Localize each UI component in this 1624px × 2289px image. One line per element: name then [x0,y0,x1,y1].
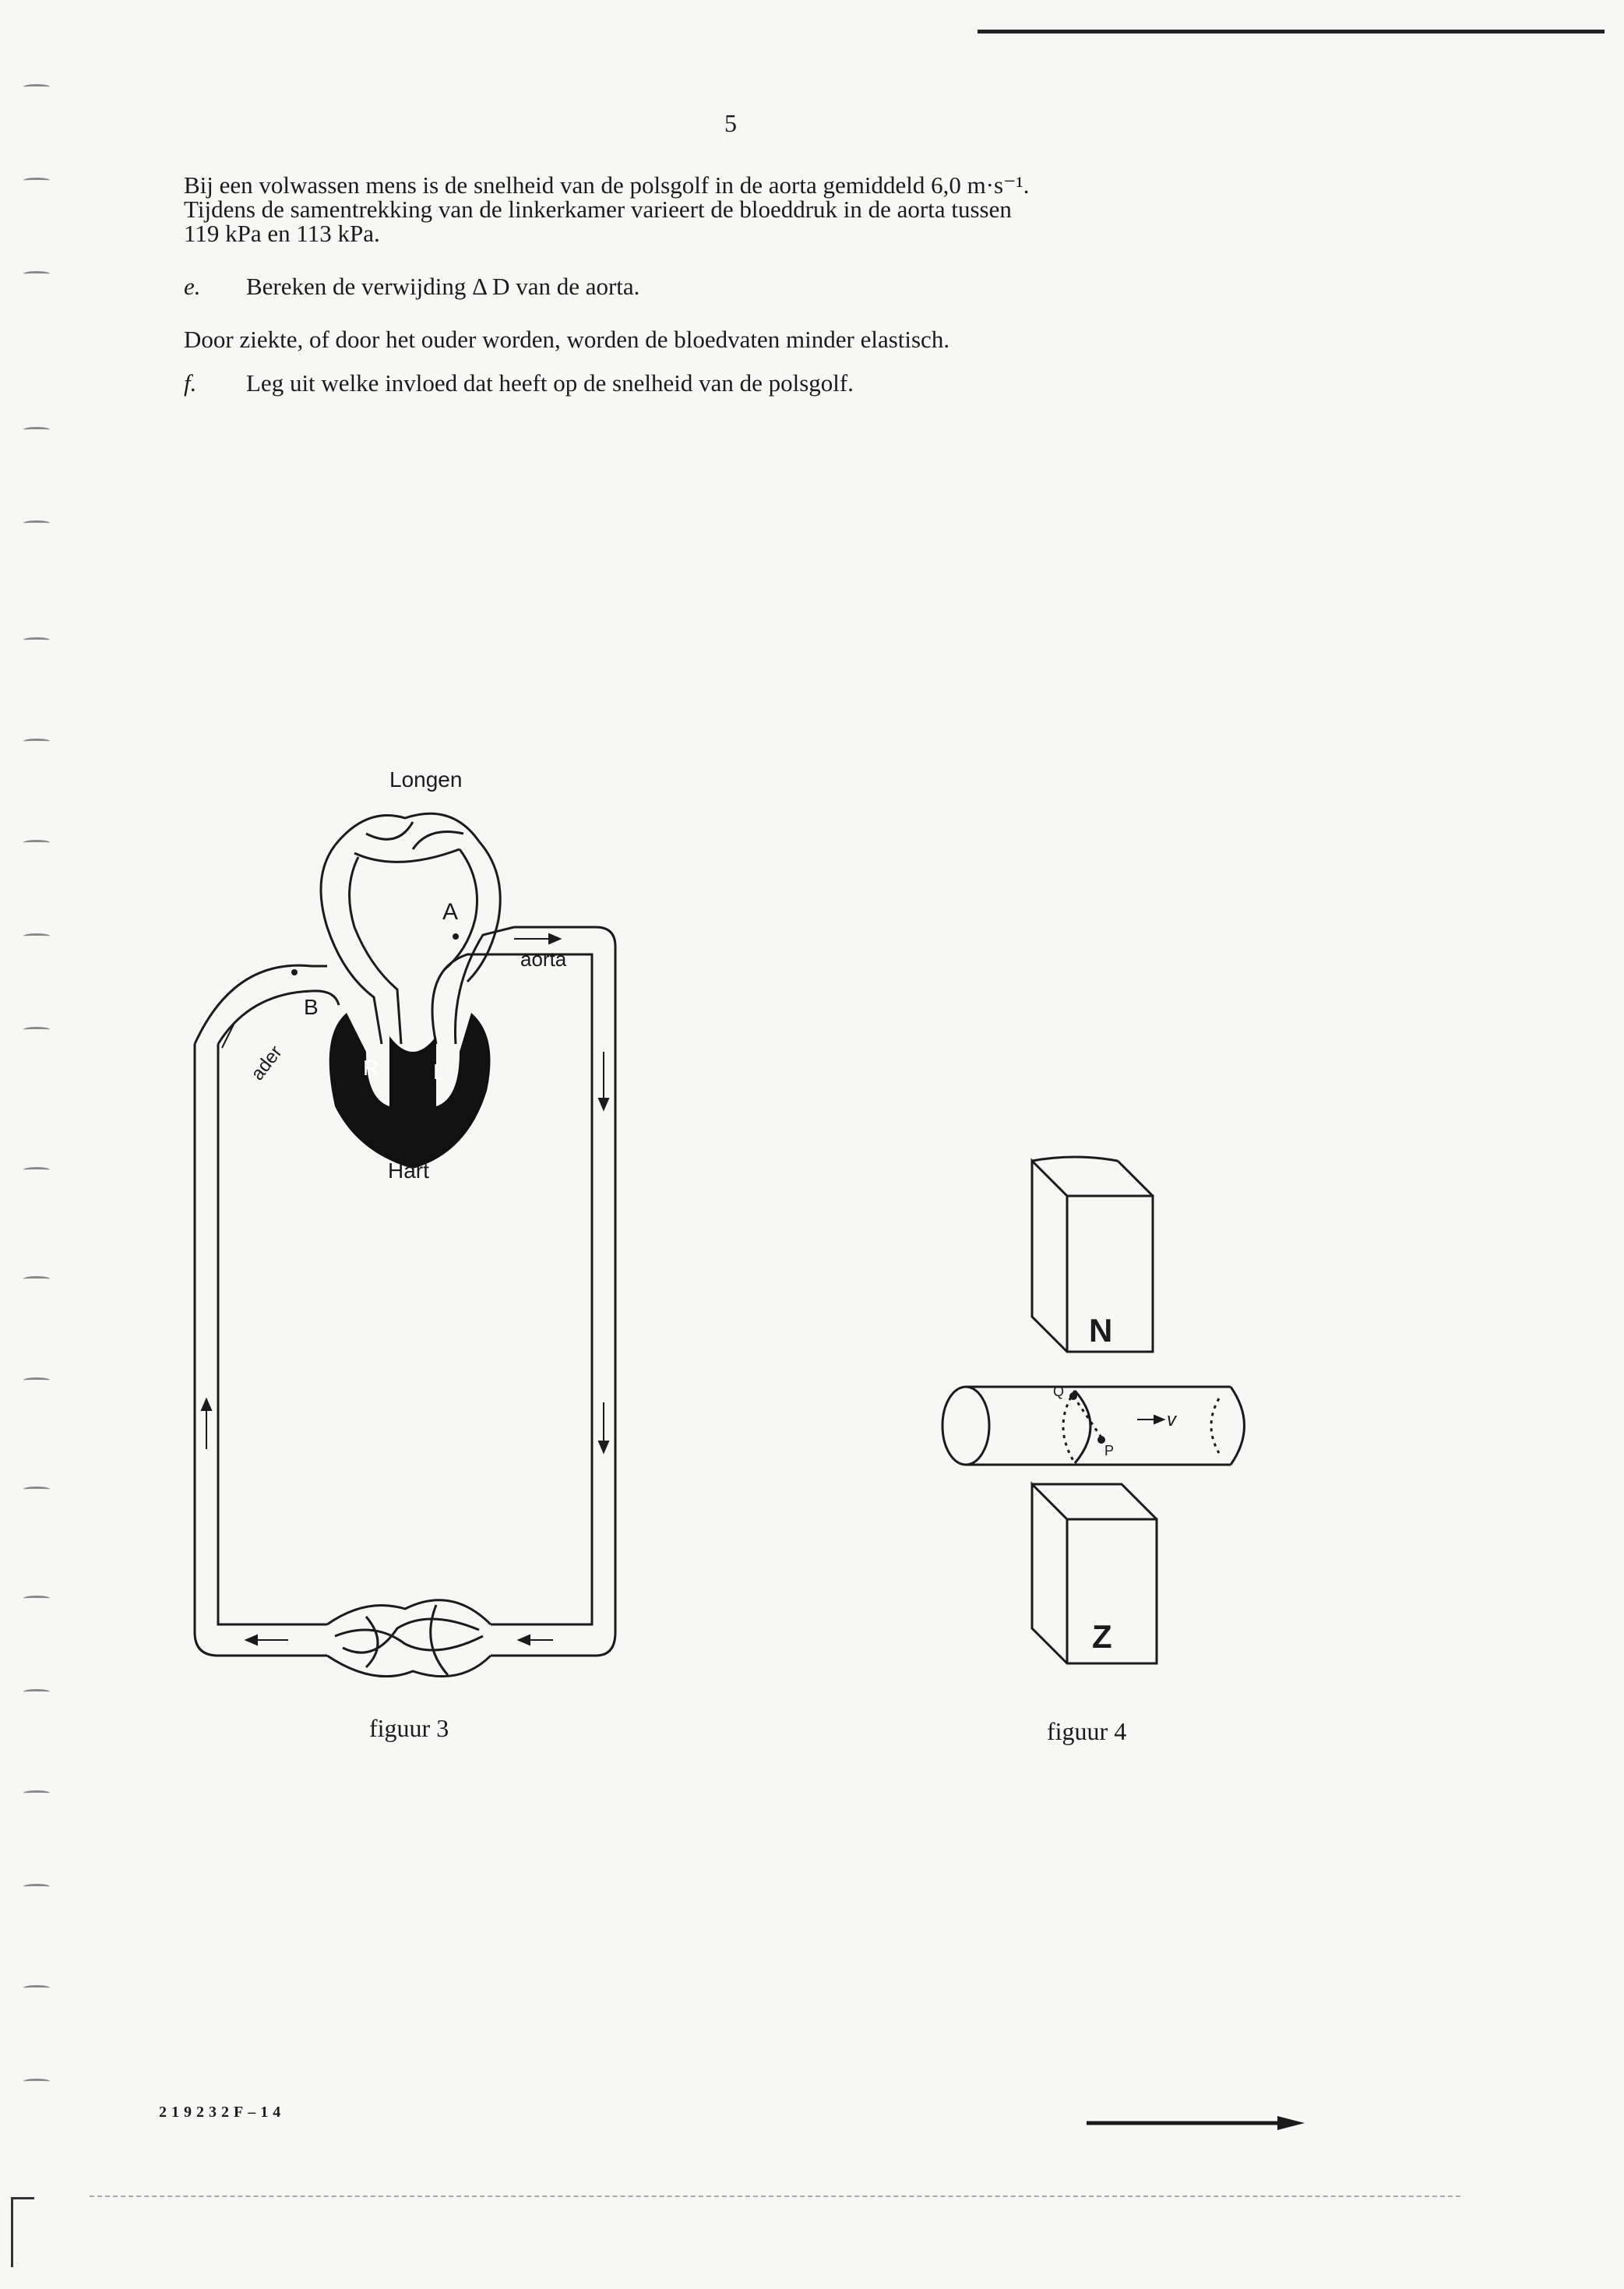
capillary-bottom-bottom [326,1654,492,1678]
corner-mark-h [11,2197,34,2199]
label-point-p: P [1104,1443,1114,1458]
capillary-bottom-top [326,1599,492,1626]
label-point-a: A [442,899,458,925]
label-hart: Hart [388,1159,429,1183]
corner-mark [11,2197,13,2267]
label-north: N [1089,1312,1112,1349]
question-f-letter: f. [184,369,197,397]
intro-line-2: Tijdens de samentrekking van de linkerka… [184,196,1012,223]
intro-line-3: 119 kPa en 113 kPa. [184,220,380,247]
question-f-text: Leg uit welke invloed dat heeft op de sn… [246,369,854,397]
label-l: L [433,1060,446,1084]
label-r: R [363,1056,379,1080]
loop-right-inner [491,953,594,1626]
label-point-q: Q [1053,1384,1064,1399]
vein-inner [217,989,340,1045]
question-e-letter: e. [184,273,201,300]
vein-outer [193,964,327,1045]
label-south: Z [1092,1618,1112,1655]
label-aorta: aorta [520,947,567,971]
aorta-arch-inner [431,953,510,1045]
label-point-b: B [304,995,319,1019]
figure4-caption: figuur 4 [1047,1717,1127,1745]
transition-paragraph: Door ziekte, of door het ouder worden, w… [184,326,950,353]
intro-line-1: Bij een volwassen mens is de snelheid va… [184,171,1030,199]
continue-arrow-icon [1087,2116,1305,2130]
label-velocity: v [1167,1409,1178,1430]
aorta-arch-outer [453,926,515,1045]
label-longen: Longen [389,767,462,792]
loop-left-inner [217,1044,327,1626]
question-e-text: Bereken de verwijding Δ D van de aorta. [246,273,640,300]
lung-capillary-top [333,812,481,846]
question-f: f. Leg uit welke invloed dat heeft op de… [184,371,1274,399]
figure3-caption: figuur 3 [369,1714,449,1742]
loop-left-outer [193,1044,327,1657]
loop-right-outer [491,926,617,1657]
footer-code: 219232F–14 [159,2104,286,2121]
question-e: e. Bereken de verwijding Δ D van de aort… [184,274,1274,302]
tube-left-end [941,1385,991,1466]
page-number: 5 [724,109,737,137]
bottom-rule [90,2196,1460,2197]
heart-shape [329,1013,491,1169]
top-rule [978,30,1605,34]
